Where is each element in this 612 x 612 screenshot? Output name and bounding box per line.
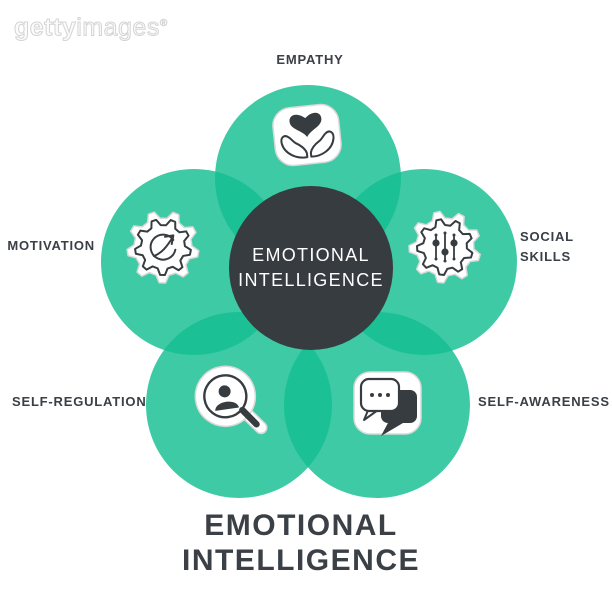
page-title: EMOTIONAL INTELLIGENCE [0, 508, 602, 578]
label-motivation: MOTIVATION [7, 238, 95, 253]
heart-in-hands-icon [272, 103, 342, 167]
center-title-line1: EMOTIONAL [252, 245, 370, 265]
label-self-awareness: SELF-AWARENESS [478, 394, 610, 409]
watermark-bold: getty [13, 13, 77, 42]
page-title-line2: INTELLIGENCE [181, 544, 420, 577]
magnifier-person-icon [194, 365, 268, 435]
center-title-line2: INTELLIGENCE [238, 270, 384, 290]
gear-sliders-icon [408, 210, 481, 284]
label-self-regulation: SELF-REGULATION [12, 394, 147, 409]
label-empathy: EMPATHY [276, 52, 344, 67]
registered-mark: ® [159, 18, 168, 30]
speech-bubbles-icon [353, 371, 422, 436]
page-title-line1: EMOTIONAL [204, 509, 398, 542]
label-social-skills: SOCIAL SKILLS [520, 229, 574, 264]
watermark-light: images [76, 13, 160, 42]
gear-growth-arrow-icon [126, 211, 200, 284]
center-circle-title: EMOTIONAL INTELLIGENCE [238, 243, 384, 293]
center-circle [229, 186, 393, 350]
gettyimages-watermark: gettyimages® [13, 10, 168, 42]
